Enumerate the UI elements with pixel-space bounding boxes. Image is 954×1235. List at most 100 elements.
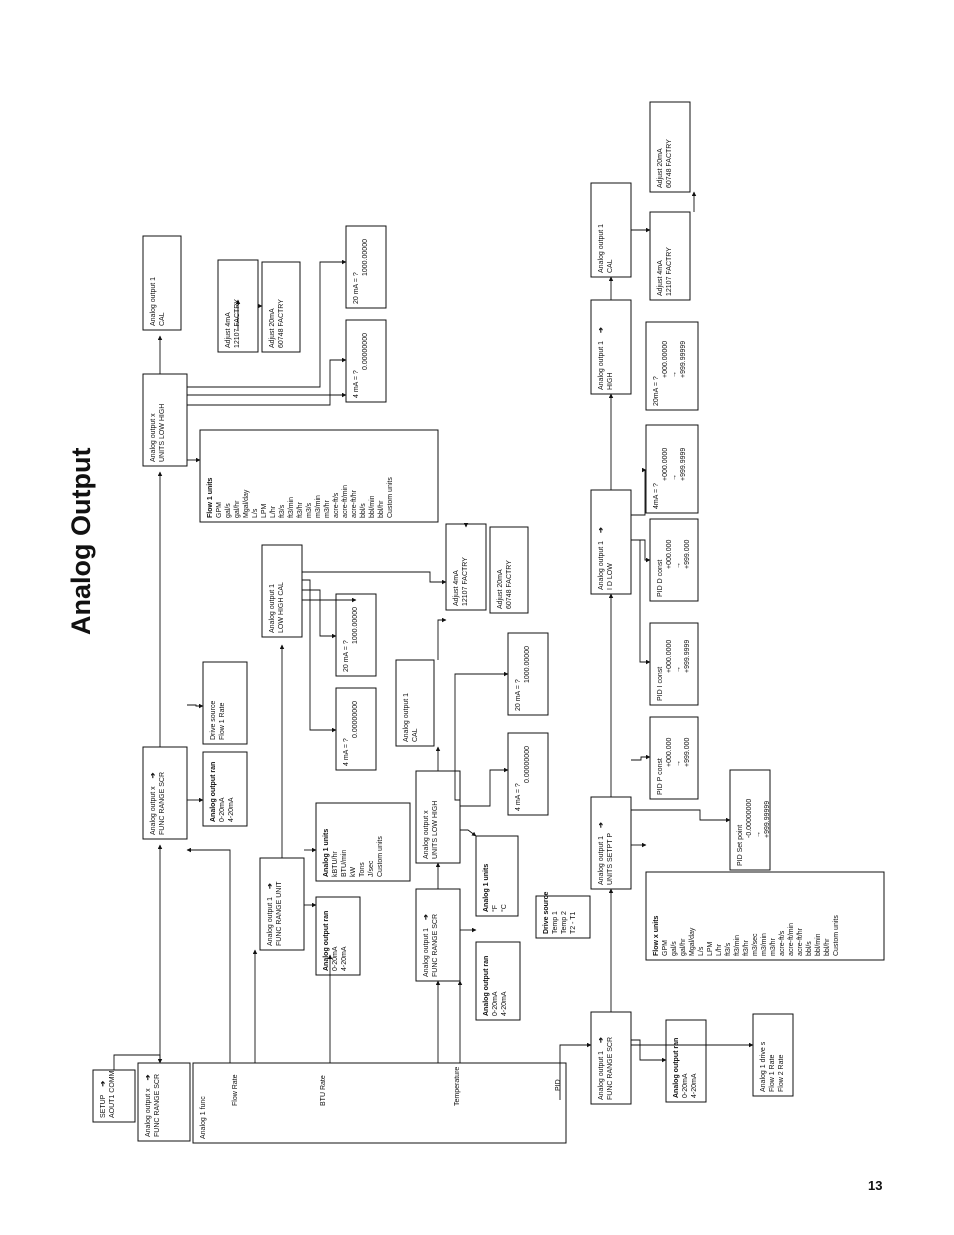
box-ao1-func-btu bbox=[259, 857, 305, 951]
box-line: +999.000 bbox=[684, 539, 691, 569]
box-line: Adjust 4mA bbox=[225, 312, 232, 348]
box-ao1-units-setpt bbox=[590, 796, 632, 890]
box-label-pid-4ma: 4mA = ?+000.0000→+999.9999 bbox=[652, 448, 688, 509]
box-line: bbl/s bbox=[806, 941, 813, 956]
box-line: +000.0000 bbox=[666, 639, 673, 673]
box-label-ao1-func-temp: Analog output 1➔FUNC RANGE SCR bbox=[422, 914, 440, 977]
box-ao-x-func-top bbox=[137, 1062, 191, 1142]
box-line: 1000.00000 bbox=[524, 646, 531, 683]
box-line: Analog output 1➔ bbox=[597, 527, 606, 590]
box-label-src-pid: PID bbox=[554, 1079, 563, 1091]
box-line: 0.00000000 bbox=[352, 701, 359, 738]
box-line: 1000.00000 bbox=[352, 607, 359, 644]
box-line: +000.000 bbox=[666, 737, 673, 767]
box-line: 0-20mA bbox=[682, 1073, 689, 1098]
box-line: GPM bbox=[216, 502, 223, 518]
box-label-pid-20ma: 20mA = ?+000.00000→+999.99999 bbox=[652, 341, 688, 406]
box-line: 20 mA = ? bbox=[353, 272, 360, 304]
box-line: Analog output ran bbox=[483, 955, 490, 1016]
box-flow-20ma bbox=[345, 225, 387, 309]
box-adj4-pid bbox=[649, 211, 691, 301]
box-drive-src-flow bbox=[202, 661, 248, 745]
box-line: ft3/min bbox=[734, 934, 741, 956]
box-line: kBTU/hr bbox=[332, 851, 339, 877]
box-line: m3/hr bbox=[324, 500, 331, 518]
box-label-pid-i: PID I const+000.0000→+999.9999 bbox=[656, 640, 692, 701]
box-line: Analog output 1 bbox=[150, 276, 157, 326]
box-line: SETUP➔ bbox=[99, 1071, 108, 1118]
box-line: 0-20mA bbox=[219, 797, 226, 822]
box-line: LOW HIGH CAL bbox=[278, 582, 285, 633]
box-line: → bbox=[675, 666, 682, 673]
box-line: BTU/min bbox=[341, 849, 348, 877]
box-line: Analog output 1 bbox=[403, 692, 410, 742]
box-line: +000.00000 bbox=[662, 340, 669, 378]
connector-line bbox=[454, 671, 509, 801]
box-line: gal/s bbox=[671, 941, 678, 956]
box-line: L/s bbox=[252, 508, 259, 518]
box-line: m3/min bbox=[761, 933, 768, 956]
box-ao-x-units-flow bbox=[142, 373, 188, 467]
box-line: 60748 FACTRY bbox=[506, 560, 513, 609]
box-line: L/hr bbox=[716, 943, 723, 956]
box-label-analog1-units-temp: Analog 1 units°F°C bbox=[482, 864, 509, 912]
box-line: +000.000 bbox=[666, 539, 673, 569]
box-ao1-func-pid bbox=[590, 1011, 632, 1105]
box-line: PID P const bbox=[657, 758, 664, 795]
box-line: 4-20mA bbox=[691, 1073, 698, 1098]
box-line: Analog 1 drive s bbox=[760, 1041, 767, 1092]
box-line: FUNC RANGE SCR bbox=[432, 913, 439, 977]
box-line: FUNC RANGE SCR bbox=[159, 771, 166, 835]
box-ao1-lowhighcal-btu bbox=[261, 544, 303, 638]
box-line: acre-ft/s bbox=[333, 492, 340, 518]
box-line: Analog output 1➔ bbox=[597, 822, 606, 885]
box-line: bbl/s bbox=[360, 503, 367, 518]
arrow-up-icon: ➔ bbox=[598, 327, 605, 333]
box-pid-p bbox=[649, 716, 699, 800]
box-ao1-cal-flow bbox=[142, 235, 182, 331]
box-drive-src-temp bbox=[535, 895, 591, 939]
arrow-up-icon: ➔ bbox=[267, 883, 274, 889]
box-line: °F bbox=[492, 904, 499, 912]
box-line: 20 mA = ? bbox=[343, 640, 350, 672]
box-line: → bbox=[675, 562, 682, 569]
box-line: ft3/hr bbox=[297, 502, 304, 518]
connector-line bbox=[437, 617, 447, 660]
box-label-pid-d: PID D const+000.000→+999.000 bbox=[656, 540, 692, 597]
box-line: acre-ft/s bbox=[779, 930, 786, 956]
box-line: 60748 FACTRY bbox=[278, 299, 285, 348]
box-line-text: Analog output 1 bbox=[598, 1050, 605, 1100]
box-line: LPM bbox=[707, 941, 714, 956]
box-line: bbl/hr bbox=[824, 938, 831, 956]
box-ao1-idlow bbox=[590, 489, 632, 595]
box-line: PID Set point bbox=[737, 824, 744, 866]
box-line: acre-ft/min bbox=[342, 484, 349, 518]
box-line: Analog output ran bbox=[323, 910, 330, 971]
box-line: → bbox=[671, 474, 678, 481]
arrow-up-icon: ➔ bbox=[598, 527, 605, 533]
box-line: ft3/min bbox=[288, 496, 295, 518]
box-line: +000.0000 bbox=[662, 447, 669, 481]
box-line: 60748 FACTRY bbox=[666, 139, 673, 188]
box-line: +999.99999 bbox=[764, 800, 771, 838]
box-line: +999.000 bbox=[684, 737, 691, 767]
box-line: Flow 1 units bbox=[207, 477, 214, 518]
box-line: Mgal/day bbox=[243, 489, 250, 518]
box-line: Flow 2 Rate bbox=[778, 1054, 785, 1092]
box-line-text: Analog output x bbox=[145, 1088, 152, 1137]
box-line: 0.00000000 bbox=[524, 746, 531, 783]
box-label-btu-4ma: 4 mA = ?0.00000000 bbox=[342, 701, 360, 766]
box-line: Custom units bbox=[833, 915, 840, 956]
connector-line bbox=[460, 829, 477, 837]
box-adj20-pid bbox=[649, 101, 691, 193]
box-flow-4ma bbox=[345, 319, 387, 403]
box-line: Adjust 20mA bbox=[657, 148, 664, 188]
box-line: 20mA = ? bbox=[653, 376, 660, 406]
box-line: 12107 FACTRY bbox=[234, 299, 241, 348]
